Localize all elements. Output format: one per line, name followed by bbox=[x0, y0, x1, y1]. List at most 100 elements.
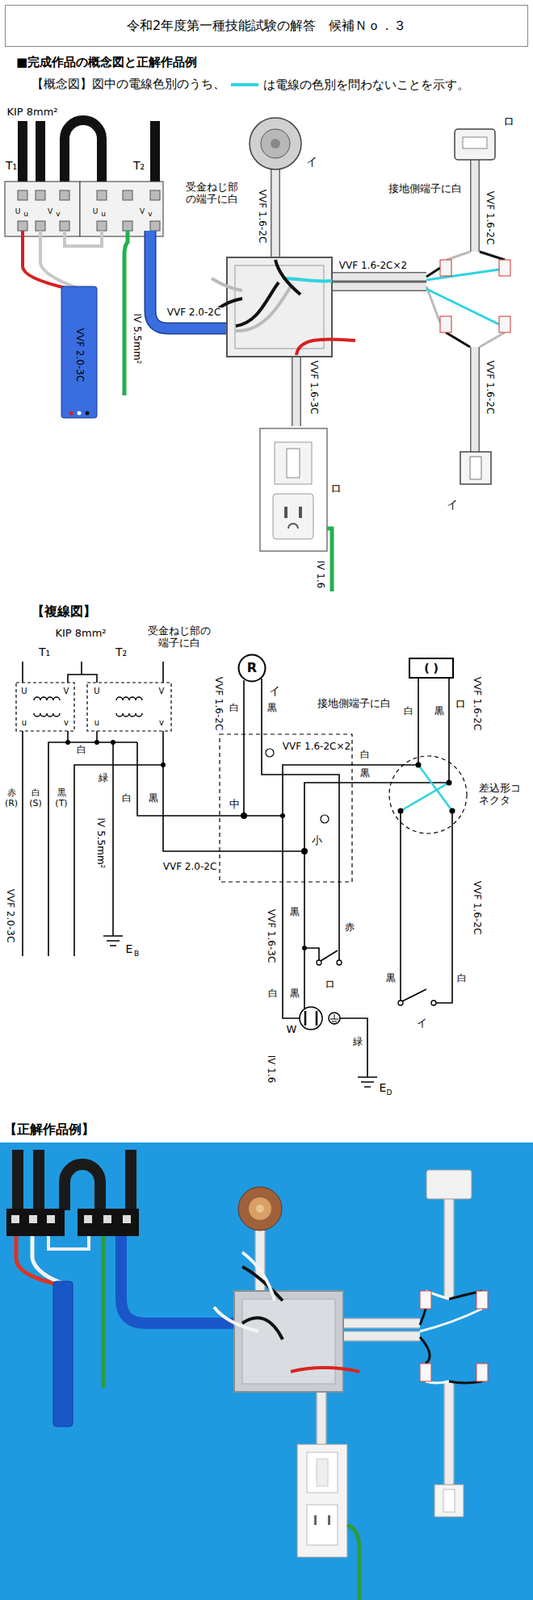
photo-terminal-block bbox=[11, 1216, 20, 1225]
outlet-symbol bbox=[330, 1015, 339, 1025]
photo-plate bbox=[314, 1516, 317, 1527]
photo-ground bbox=[0, 1143, 533, 1600]
wiring-line bbox=[21, 662, 24, 684]
terminal-screw bbox=[122, 221, 133, 231]
wiring-line bbox=[303, 851, 306, 1011]
connector-outline bbox=[389, 756, 467, 835]
photo-cable-core bbox=[444, 1384, 454, 1486]
terminal-block bbox=[79, 181, 164, 237]
photo-switch bbox=[443, 1490, 455, 1514]
photo-ground-wire bbox=[347, 1526, 360, 1600]
photo-connector-wire bbox=[419, 1338, 430, 1365]
legend: は電線の色別を問わないことを示す。 bbox=[229, 77, 470, 92]
vvf-cable bbox=[291, 355, 302, 427]
diagram-label: V bbox=[138, 207, 146, 216]
diagram-label: 差込形コネクタ bbox=[478, 783, 524, 808]
photo-lamp bbox=[256, 1205, 265, 1214]
terminal-screw bbox=[17, 190, 28, 201]
switch-contact bbox=[316, 961, 437, 1007]
kip-cable bbox=[22, 120, 156, 185]
photo-connector-wire bbox=[419, 1292, 483, 1385]
diagram-label: VVF 1.6-2C×2 bbox=[338, 260, 408, 273]
diagram-label: U bbox=[92, 207, 100, 216]
sleeve-mark bbox=[320, 815, 329, 824]
terminal-screw bbox=[59, 190, 70, 201]
wiring-line bbox=[402, 990, 427, 1003]
vvf-2c-cable bbox=[150, 230, 236, 329]
diagram-label: VVF 1.6-2C bbox=[256, 188, 268, 245]
legend-text: は電線の色別を問わないことを示す。 bbox=[263, 77, 470, 93]
photo-cable bbox=[343, 1319, 420, 1331]
photo-cable bbox=[316, 1393, 328, 1446]
vvf-cable-core bbox=[331, 283, 427, 291]
symbol-text: R bbox=[247, 661, 257, 676]
switch-outlet-plate bbox=[260, 428, 328, 552]
diagram-label: IV 1.6 bbox=[264, 1055, 277, 1086]
junction-dot bbox=[160, 763, 166, 769]
terminal-screw bbox=[35, 190, 46, 201]
diagram-label: u bbox=[100, 209, 107, 219]
photo-connector bbox=[419, 1292, 432, 1310]
diagram-label: U bbox=[14, 207, 22, 216]
joint-box bbox=[235, 265, 324, 349]
box-wire bbox=[282, 278, 332, 282]
outlet-symbol bbox=[299, 1007, 340, 1031]
diagram-label: 黒 bbox=[359, 768, 371, 781]
diagram-label: IV 5.5mm² bbox=[130, 313, 143, 366]
diagram-label: VVF 2.0-3C bbox=[4, 889, 16, 945]
junction-dot bbox=[302, 946, 307, 952]
wiring-line bbox=[282, 765, 419, 817]
diagram-label: VVF 1.6-2C bbox=[470, 676, 483, 733]
connector-wire bbox=[479, 251, 505, 261]
outlet-symbol bbox=[299, 1007, 323, 1031]
lamp-symbol: R bbox=[237, 654, 267, 684]
push-in-connector bbox=[440, 316, 452, 333]
photo-cable-core bbox=[343, 1333, 420, 1342]
diagram-label: 黒 bbox=[433, 706, 445, 718]
switch bbox=[460, 452, 492, 485]
diagram-label: イ bbox=[445, 498, 459, 512]
any-colour-line bbox=[400, 783, 450, 812]
photo-connector-wire bbox=[419, 1309, 426, 1327]
vvf-cable-core bbox=[331, 273, 427, 282]
vvf-3c-cable bbox=[61, 286, 97, 419]
photo-blue-cable bbox=[121, 1237, 243, 1325]
transformer-coil bbox=[116, 697, 143, 701]
terminal-screw bbox=[17, 190, 160, 231]
photo-connector bbox=[419, 1364, 432, 1383]
photo-blue-cable bbox=[53, 1237, 243, 1428]
terminal-block bbox=[4, 181, 164, 237]
switch-outlet-plate bbox=[288, 524, 298, 529]
switch-contact bbox=[336, 961, 342, 966]
switch-outlet-plate bbox=[272, 494, 314, 540]
diagram-label: 受金ねじ部の端子に白 bbox=[184, 181, 240, 206]
any-colour-line bbox=[400, 765, 453, 812]
ground-line bbox=[103, 936, 123, 947]
diagram-label: 黒 bbox=[289, 907, 301, 920]
photo-connector-wire bbox=[419, 1309, 483, 1333]
photo-terminal-block bbox=[6, 1209, 139, 1238]
photo-wire bbox=[101, 1237, 106, 1390]
vvf-cable bbox=[331, 272, 427, 282]
wiring-line bbox=[436, 811, 453, 1004]
diagram-label: V bbox=[46, 207, 54, 216]
connector-wire bbox=[446, 251, 471, 261]
joint-box-outline bbox=[219, 734, 353, 883]
photo-lamp bbox=[238, 1187, 282, 1232]
wiring-line bbox=[282, 816, 300, 1020]
any-colour-line bbox=[418, 765, 453, 812]
transformer bbox=[16, 683, 172, 732]
diagram-label: イ bbox=[305, 155, 319, 168]
switch-outlet-plate bbox=[298, 507, 303, 519]
diagram-label: 赤 bbox=[344, 923, 356, 935]
vvf-cable-core bbox=[471, 347, 479, 453]
diagram-label: KIP 8mm² bbox=[5, 106, 59, 119]
junction-dot bbox=[301, 848, 308, 856]
switch bbox=[470, 457, 482, 480]
photo-plate bbox=[306, 1506, 338, 1547]
vvf-cable bbox=[470, 159, 480, 252]
diagram-label: ロ bbox=[502, 114, 516, 128]
diagram-label: VVF 1.6-2C bbox=[470, 881, 483, 937]
diagram-label: VVF 1.6-2C bbox=[483, 190, 496, 247]
diagram-label: v bbox=[146, 209, 153, 219]
